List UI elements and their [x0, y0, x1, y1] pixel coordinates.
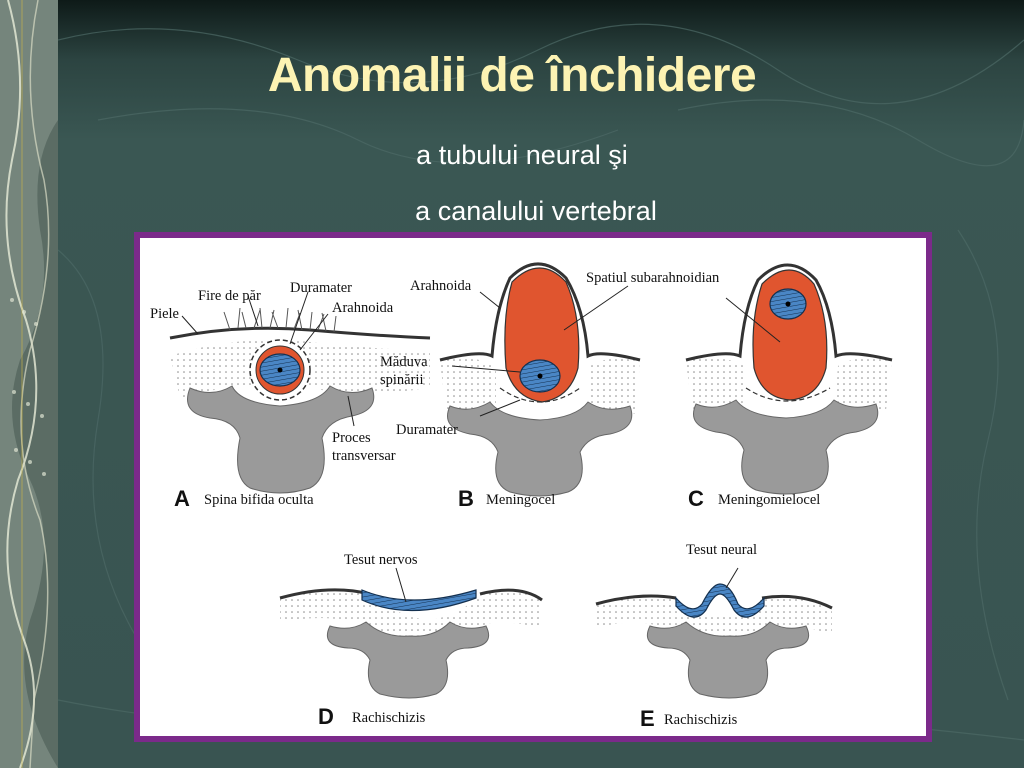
label-arahnoida-a: Arahnoida — [332, 300, 394, 316]
label-fire-de-par: Fire de păr — [198, 288, 261, 304]
panel-c-letter: C — [688, 486, 704, 511]
label-arahnoida-b: Arahnoida — [410, 278, 472, 294]
label-duramater-a: Duramater — [290, 280, 352, 296]
panel-d-caption: Rachischizis — [352, 710, 426, 726]
panel-c-caption: Meningomielocel — [718, 492, 820, 508]
label-tesut-neural: Tesut neural — [686, 542, 757, 558]
label-duramater-b: Duramater — [396, 422, 458, 438]
label-piele: Piele — [150, 306, 179, 322]
panel-e-letter: E — [640, 706, 655, 731]
label-spatiul-subarahnoidian: Spatiul subarahnoidian — [586, 270, 720, 286]
panel-d-letter: D — [318, 704, 334, 729]
decorative-left-strip — [0, 0, 58, 768]
panel-b-letter: B — [458, 486, 474, 511]
panel-e-drawing — [595, 567, 833, 699]
label-maduva: Măduva — [380, 354, 428, 370]
slide-subtitle-line-2: a canalului vertebral — [415, 196, 657, 226]
panel-a-letter: A — [174, 486, 190, 511]
panel-c-drawing — [685, 263, 893, 495]
panel-a-caption: Spina bifida oculta — [204, 492, 314, 508]
panel-e-caption: Rachischizis — [664, 712, 738, 728]
panel-b-drawing — [439, 262, 641, 497]
label-proces: Proces — [332, 430, 371, 446]
label-transversar: transversar — [332, 448, 396, 464]
label-spinarii: spinării — [380, 372, 424, 388]
neural-tube-defects-figure: Fire de păr Duramater Arahnoida Piele Pr… — [134, 232, 932, 742]
panel-b-caption: Meningocel — [486, 492, 555, 508]
label-tesut-nervos: Tesut nervos — [344, 552, 418, 568]
slide-subtitle-line-1: a tubului neural şi — [416, 140, 628, 170]
slide-title: Anomalii de închidere — [267, 49, 757, 102]
panel-d-drawing — [279, 567, 543, 699]
panel-a-drawing — [169, 291, 431, 494]
